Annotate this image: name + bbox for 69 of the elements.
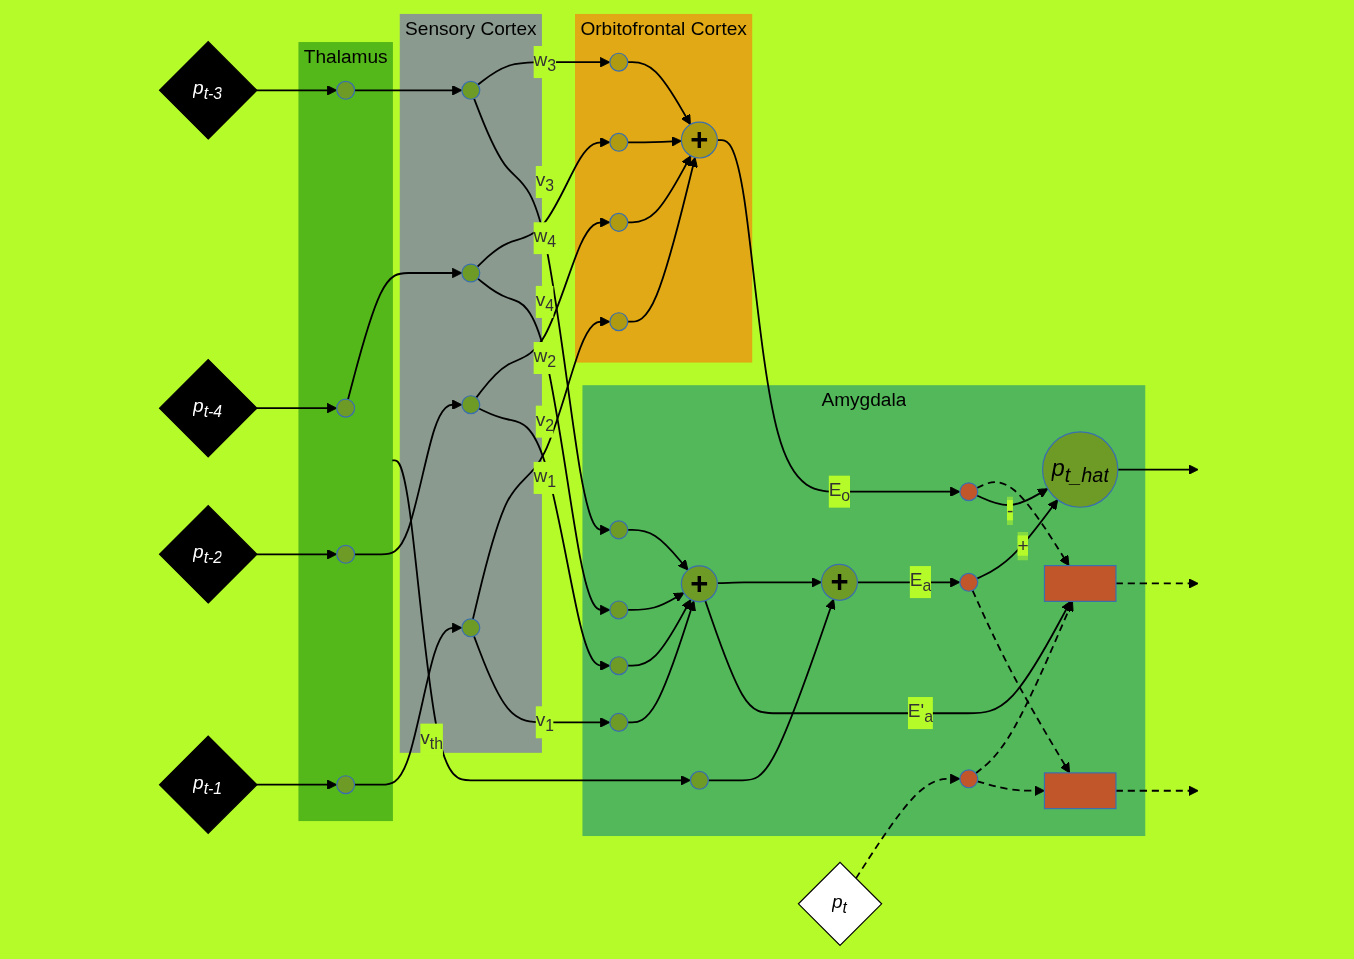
arrow [627,154,692,223]
node-circle [609,212,629,232]
node-diamond: p$_{t-1}$ [159,734,259,834]
arrow [477,277,611,615]
node-circle [690,770,710,790]
node-circle [959,768,979,788]
arrow [255,548,338,560]
arrow [627,599,697,723]
node-circle [959,572,979,592]
arrow [627,135,683,147]
edge-label: v$_{4}$ [536,288,555,315]
edge-label: v$_{2}$ [536,408,555,434]
cluster: Thalamus [298,41,394,821]
node-diamond: p$_{t-3}$ [159,40,259,140]
node-circle [959,481,979,501]
node-circle [609,599,629,619]
node-circle: + [681,120,719,159]
arrow [476,136,611,268]
node-diamond: p$_{t-4}$ [159,358,259,458]
edge-label: E$_{o}$ [829,478,851,504]
node-circle [461,617,481,637]
arrow [475,216,611,398]
node-circle [609,132,629,152]
node-circle: p$_{t_hat}$ [1042,430,1119,508]
node-diamond: p$_{t}$ [798,860,883,946]
node-circle [336,80,356,100]
arrow [354,84,463,96]
node-bar [1044,771,1117,809]
arrow [354,398,463,555]
node-bar [1044,564,1117,602]
node-circle: + [821,563,859,601]
arrow [627,156,699,323]
node-circle [336,774,356,794]
arrow [704,599,1072,714]
node-circle [609,519,629,539]
node-diamond: p$_{t-2}$ [159,504,259,604]
node-circle [461,394,481,414]
edge-label: v$_{th}$ [420,726,444,752]
arrow [855,773,961,879]
edge-label: w$_{4}$ [533,225,557,251]
edge-label: E$_{a}$ [910,569,932,595]
arrow [255,778,338,790]
node-circle [609,311,629,331]
node-circle [609,655,629,675]
arrow [473,97,611,535]
edge-label: + [1017,534,1029,556]
edge-label: v$_{3}$ [536,168,555,195]
arrow [478,407,611,671]
arrow [472,315,611,620]
edge-label: w$_{3}$ [533,49,557,75]
edge-label: v$_{1}$ [536,709,555,735]
arrow [976,480,1070,566]
arrow [976,487,1049,506]
arrow [255,402,338,413]
node-circle [336,398,356,418]
node-circle: + [681,564,719,602]
edge-label: w$_{2}$ [533,345,557,371]
arrow [391,458,692,786]
arrow [255,84,338,96]
edge-label: - [1007,499,1014,520]
node-circle [609,52,629,72]
node-circle [609,712,629,732]
node-circle [461,262,481,283]
edge-label: w$_{1}$ [533,464,557,491]
node-circle [336,544,356,564]
edge-label: E'$_{a}$ [908,700,934,726]
arrow [347,267,463,400]
arrow [473,634,611,728]
node-circle [461,80,481,100]
